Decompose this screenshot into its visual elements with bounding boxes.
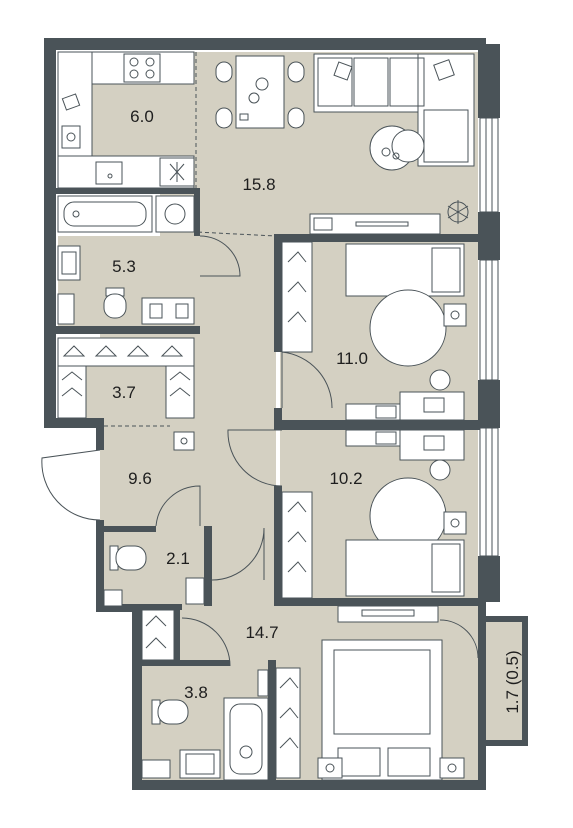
door-icon	[199, 235, 241, 277]
area-label-bath-1: 5.3	[112, 257, 136, 276]
area-label-balcony: 1.7 (0.5)	[503, 650, 522, 713]
door-icon	[41, 449, 101, 521]
window-icon	[479, 259, 499, 381]
area-label-wc: 2.1	[166, 549, 190, 568]
door-icon	[155, 485, 201, 527]
area-label-living: 15.8	[242, 175, 275, 194]
area-label-bedroom-1: 11.0	[336, 349, 368, 368]
bed-icon	[345, 243, 465, 297]
area-label-kitchen: 6.0	[130, 107, 154, 126]
window-icon	[479, 117, 499, 213]
area-label-bedroom-2: 10.2	[329, 469, 362, 488]
hanger-icon	[287, 251, 307, 323]
corridor-furniture	[275, 605, 465, 781]
closet-1-furniture	[57, 337, 195, 419]
toilet-icon	[109, 545, 147, 571]
area-label-closet-1: 3.7	[112, 383, 136, 402]
wc-furniture	[103, 545, 205, 607]
sink-icon	[95, 161, 123, 185]
appliance-icon	[159, 157, 195, 187]
area-label-corridor: 14.7	[245, 623, 278, 642]
living-furniture	[215, 53, 475, 235]
toilet-icon	[103, 287, 127, 319]
table-icon	[215, 55, 305, 129]
room-labels: 6.0 15.8 5.3 11.0 3.7 9.6 10.2 2.1 14.7 …	[112, 107, 522, 714]
bidet-icon	[141, 297, 195, 325]
sofa-icon	[313, 53, 475, 167]
hanger-icon	[279, 677, 299, 749]
door-icon	[281, 351, 333, 409]
plant-icon	[447, 200, 469, 224]
sink-icon	[57, 245, 81, 281]
bath-2-furniture	[141, 609, 269, 781]
bedroom-1-furniture	[281, 241, 467, 421]
bathtub-icon	[57, 195, 153, 233]
desk-icon	[399, 429, 465, 481]
balcony-floor	[486, 622, 526, 742]
area-label-bath-2: 3.8	[184, 683, 208, 702]
walls	[44, 38, 528, 790]
hanger-icon	[62, 345, 184, 357]
toilet-icon	[151, 699, 189, 725]
bed-icon	[345, 539, 465, 597]
hanger-icon	[61, 371, 191, 397]
hanger-icon	[287, 501, 307, 573]
hall-furniture	[173, 431, 195, 451]
area-label-hall: 9.6	[128, 469, 152, 488]
stove-icon	[123, 53, 161, 83]
door-icon	[181, 617, 231, 667]
rug-icon	[369, 289, 447, 367]
door-icon	[227, 429, 283, 487]
zone-line	[195, 52, 277, 237]
bathtub-icon	[223, 697, 269, 781]
windows	[479, 117, 499, 557]
hanger-icon	[145, 615, 167, 649]
washer-icon	[155, 195, 195, 233]
bedroom-2-furniture	[281, 429, 467, 599]
window-icon	[479, 427, 499, 557]
kitchen-floor	[92, 84, 160, 156]
kitchen-furniture	[57, 51, 195, 189]
door-icon	[211, 527, 265, 581]
tv-stand-icon	[309, 213, 441, 235]
bath-1-furniture	[57, 195, 195, 325]
doors	[41, 235, 479, 667]
sink-icon	[179, 749, 221, 779]
bed-icon	[321, 639, 443, 781]
door-icon	[439, 619, 479, 659]
